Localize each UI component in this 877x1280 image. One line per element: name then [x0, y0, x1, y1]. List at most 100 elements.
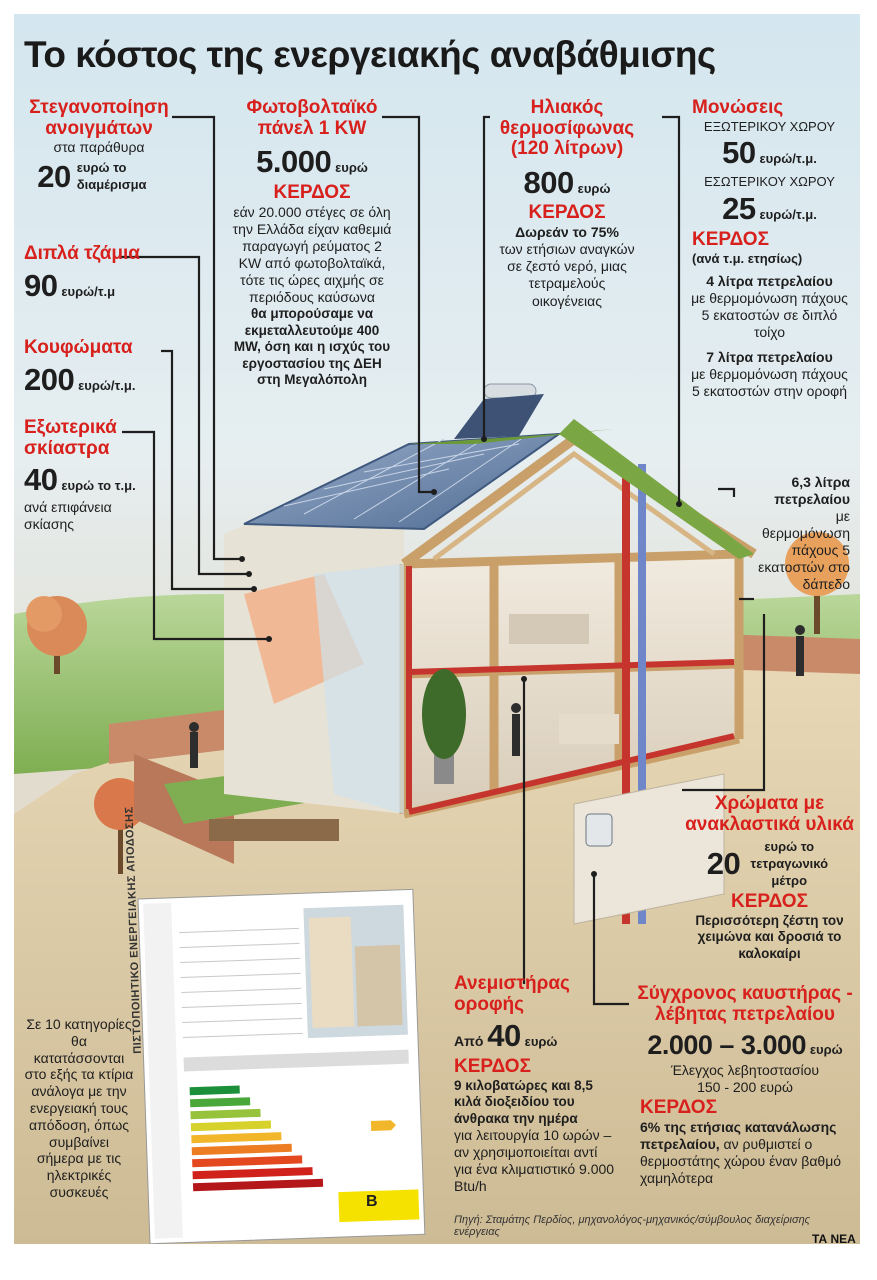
insulation-int-unit: ευρώ/τ.μ.	[759, 207, 817, 223]
pv-gain-label: ΚΕΡΔΟΣ	[273, 181, 351, 203]
solar-gain-text: των ετήσιων αναγκών σε ζεστό νερό, μιας …	[499, 241, 635, 309]
shades-unit: ευρώ το τ.μ.	[61, 478, 136, 494]
fan-price: 40	[487, 1018, 521, 1054]
frames-title: Κουφώματα	[24, 337, 133, 358]
green-roof-side	[559, 419, 754, 559]
insulation-g1-text: με θερμομόνωση πάχους 5 εκατοστών σε διπ…	[691, 289, 848, 340]
fan-title: Ανεμιστήρας οροφής	[454, 973, 570, 1015]
timber-frame	[399, 549, 744, 819]
solar-grid	[283, 436, 525, 523]
solar-unit: ευρώ	[577, 180, 611, 196]
glass-facade	[314, 564, 404, 814]
double-glazing-unit: ευρώ/τ.μ	[61, 283, 116, 299]
infographic: ΠΙΣΤΟΠΟΙΗΤΙΚΟ ΕΝΕΡΓΕΙΑΚΗΣ ΑΠΟΔΟΣΗΣ B Σε …	[14, 14, 860, 1244]
block-frames: Κουφώματα 200 ευρώ/τ.μ.	[24, 337, 184, 398]
block-sealing: Στεγανοποίηση ανοιγμάτων στα παράθυρα 20…	[24, 97, 174, 196]
page-title: Το κόστος της ενεργειακής αναβάθμισης	[24, 34, 716, 75]
insulation-g1-bold: 4 λίτρα πετρελαίου	[706, 272, 833, 289]
block-photovoltaic: Φωτοβολταϊκό πάνελ 1 KW 5.000 ευρώ ΚΕΡΔΟ…	[232, 97, 392, 389]
brand-logo: ΤΑ ΝΕΑ	[812, 1232, 856, 1246]
burner-note1: Έλεγχος λεβητοστασίου	[670, 1061, 820, 1078]
insulation-ext-unit: ευρώ/τ.μ.	[759, 151, 817, 167]
block-double-glazing: Διπλά τζάμια 90 ευρώ/τ.μ	[24, 243, 174, 304]
garden-wall-left	[134, 754, 234, 864]
pv-unit: ευρώ	[335, 160, 368, 176]
block-ceiling-fan: Ανεμιστήρας οροφής Από 40 ευρώ ΚΕΡΔΟΣ 9 …	[454, 973, 619, 1195]
pv-title: Φωτοβολταϊκό πάνελ 1 KW	[246, 97, 378, 139]
shades-note: ανά επιφάνεια σκίασης	[24, 498, 112, 532]
certificate-caption: Σε 10 κατηγορίες θα κατατάσσονται στο εξ…	[24, 1016, 134, 1200]
planter-box	[209, 819, 339, 841]
solar-water-heater	[454, 383, 544, 439]
insulation-title: Μονώσεις	[692, 97, 784, 118]
block-burner: Σύγχρονος καυστήρας - λέβητας πετρελαίου…	[634, 983, 856, 1187]
insulation-gain-label: ΚΕΡΔΟΣ	[692, 228, 769, 250]
callout-lines	[121, 115, 766, 1006]
boiler	[585, 813, 613, 847]
paint-gain-label: ΚΕΡΔΟΣ	[731, 890, 808, 912]
people	[189, 625, 805, 768]
solar-price: 800	[523, 164, 575, 200]
solar-panel-roof	[243, 432, 563, 531]
burner-note2: 150 - 200 ευρώ	[697, 1079, 793, 1096]
burner-title: Σύγχρονος καυστήρας - λέβητας πετρελαίου	[637, 983, 853, 1025]
fan-gain-bold: 9 κιλοβατώρες και 8,5 κιλά διοξειδίου το…	[454, 1077, 593, 1126]
heating-pipes	[622, 464, 646, 924]
block-insulation: Μονώσεις ΕΞΩΤΕΡΙΚΟΥ ΧΩΡΟΥ 50 ευρώ/τ.μ. Ε…	[682, 97, 857, 400]
certificate-grade: B	[366, 1193, 378, 1210]
roof-truss	[401, 432, 757, 569]
front-garden	[164, 754, 414, 824]
fan-gain-text: για λειτουργία 10 ωρών – αν χρησιμοποιεί…	[454, 1127, 615, 1195]
paint-gain-bold: Περισσότερη ζέστη τον χειμώνα και δροσιά…	[695, 912, 844, 961]
block-shades: Εξωτερικά σκίαστρα 40 ευρώ το τ.μ. ανά ε…	[24, 417, 154, 533]
burner-gain-text: αν ρυθμιστεί ο θερμοστάτης χώρου έναν βα…	[640, 1136, 842, 1187]
burner-gain-bold: 6% της ετήσιας κατανάλωσης πετρελαίου,	[640, 1119, 837, 1153]
frames-unit: ευρώ/τ.μ.	[78, 377, 136, 393]
insulation-ext-label: ΕΞΩΤΕΡΙΚΟΥ ΧΩΡΟΥ	[703, 118, 836, 134]
burner-price: 2.000 – 3.000	[647, 1030, 806, 1061]
burner-unit: ευρώ	[809, 1042, 843, 1058]
shades-price: 40	[24, 462, 58, 498]
pv-gain-bold: θα μπορούσαμε να εκμεταλλευτούμε 400 MW,…	[233, 306, 391, 388]
house-side-wall	[224, 454, 404, 814]
insulation-ext-price: 50	[722, 135, 756, 171]
double-glazing-price: 90	[24, 267, 58, 303]
burner-gain: 6% της ετήσιας κατανάλωσης πετρελαίου, α…	[634, 1119, 856, 1187]
bed	[509, 614, 589, 644]
burner-gain-label: ΚΕΡΔΟΣ	[640, 1097, 717, 1119]
paint-title: Χρώματα με ανακλαστικά υλικά	[685, 793, 854, 835]
insulation-beams	[406, 566, 735, 815]
fan-price-prefix: Από	[454, 1033, 484, 1050]
sealing-price: 20	[37, 159, 71, 195]
source-note: Πηγή: Σταμάτης Περδίος, μηχανολόγος-μηχα…	[454, 1214, 811, 1238]
shades-title: Εξωτερικά σκίαστρα	[24, 417, 117, 459]
insulation-int-price: 25	[722, 191, 756, 227]
insulation-g3-text: με θερμομόνωση πάχους 5 εκατοστών στο δά…	[758, 508, 850, 593]
insulation-g2-text: με θερμομόνωση πάχους 5 εκατοστών στην ο…	[691, 366, 848, 400]
double-glazing-title: Διπλά τζάμια	[24, 243, 140, 264]
green-roof	[409, 429, 614, 444]
sofa	[559, 714, 619, 744]
frames-price: 200	[24, 361, 75, 397]
paint-unit: ευρώ το τετραγωνικό μέτρο	[750, 839, 829, 888]
solar-gain-label: ΚΕΡΔΟΣ	[528, 202, 606, 224]
certificate-vertical-title: ΠΙΣΤΟΠΟΙΗΤΙΚΟ ΕΝΕΡΓΕΙΑΚΗΣ ΑΠΟΔΟΣΗΣ	[123, 806, 144, 1054]
insulation-int-label: ΕΣΩΤΕΡΙΚΟΥ ΧΩΡΟΥ	[704, 174, 835, 190]
paint-price: 20	[706, 846, 741, 882]
fan-unit: ευρώ	[524, 1034, 558, 1050]
house-front-rooms	[404, 554, 739, 814]
sealing-unit: ευρώ το διαμέρισμα	[76, 160, 147, 193]
energy-certificate	[137, 888, 426, 1244]
exterior-awning	[244, 574, 364, 704]
block-solar-heater: Ηλιακός θερμοσίφωνας (120 λίτρων) 800 ευ…	[492, 97, 642, 310]
garden-wall-right	[714, 634, 860, 674]
insulation-gain-sub: (ανά τ.μ. ετησίως)	[692, 250, 803, 266]
solar-gain-bold: Δωρεάν το 75%	[515, 224, 619, 241]
lawn-background	[14, 594, 860, 774]
fan-gain-label: ΚΕΡΔΟΣ	[454, 1055, 531, 1077]
block-reflective-paint: Χρώματα με ανακλαστικά υλικά 20 ευρώ το …	[682, 793, 857, 962]
insulation-g3-bold: 6,3 λίτρα πετρελαίου	[774, 474, 850, 508]
sealing-sub: στα παράθυρα	[53, 139, 145, 156]
insulation-g2-bold: 7 λίτρα πετρελαίου	[706, 348, 833, 365]
solar-title: Ηλιακός θερμοσίφωνας (120 λίτρων)	[499, 97, 635, 160]
